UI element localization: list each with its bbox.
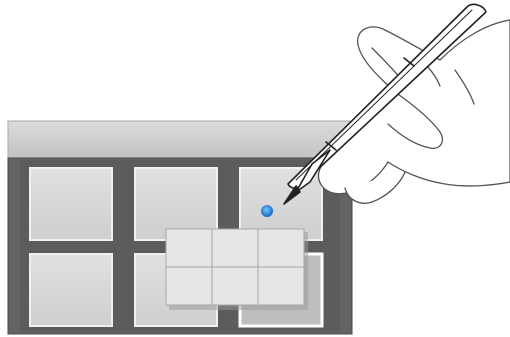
popup-cell[interactable] [258,229,304,267]
app-tile[interactable] [30,168,112,240]
popup-cell[interactable] [212,229,258,267]
hand-with-stylus [319,20,510,203]
popup-cell[interactable] [258,267,304,305]
popup-cell[interactable] [166,267,212,305]
popup-preview-grid [166,229,308,310]
window-header [8,121,352,158]
popup-cell[interactable] [166,229,212,267]
hover-indicator-dot [261,205,273,217]
screen-window [8,121,352,334]
app-tile[interactable] [30,254,112,326]
popup-cell[interactable] [212,267,258,305]
